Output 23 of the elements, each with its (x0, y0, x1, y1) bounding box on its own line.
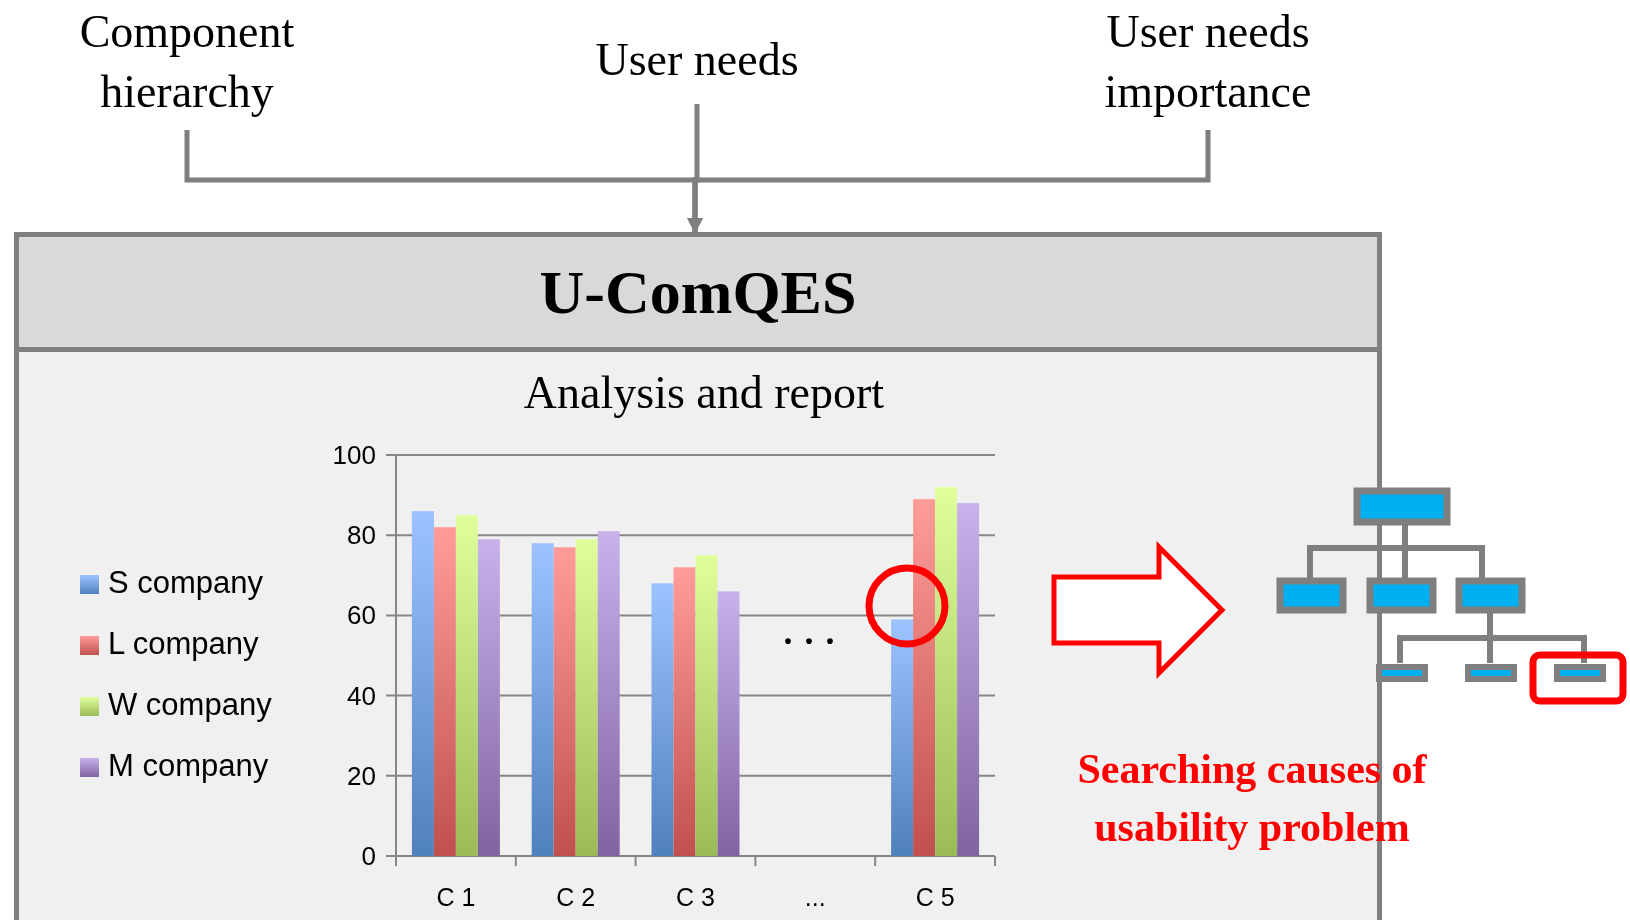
axis-tick-label: 20 (346, 759, 376, 793)
category-label: C 2 (555, 882, 597, 913)
legend-label: W company (108, 686, 272, 724)
input-label: User needs importance (1058, 2, 1358, 122)
axis-tick-label: 0 (360, 840, 376, 873)
category-label: ... (803, 882, 827, 913)
callout-text: Searching causes of usability problem (1076, 745, 1428, 852)
axis-tick-label: 80 (346, 519, 376, 553)
axis-tick-label: 40 (346, 679, 376, 713)
axis-tick-label: 100 (331, 439, 376, 472)
category-label: C 5 (914, 882, 956, 913)
section-heading: Analysis and report (522, 366, 886, 420)
connector-arrow (687, 130, 1211, 234)
legend-label: S company (108, 564, 264, 602)
input-label: User needs (547, 30, 847, 90)
legend-label: M company (108, 747, 269, 785)
axis-tick-label: 60 (346, 599, 376, 633)
ellipsis-text: ... (782, 612, 848, 652)
input-label: Component hierarchy (47, 2, 327, 122)
panel-title: U-ComQES (538, 257, 858, 328)
category-label: C 1 (435, 882, 477, 913)
legend-label: L company (108, 625, 259, 663)
category-label: C 3 (675, 882, 716, 913)
